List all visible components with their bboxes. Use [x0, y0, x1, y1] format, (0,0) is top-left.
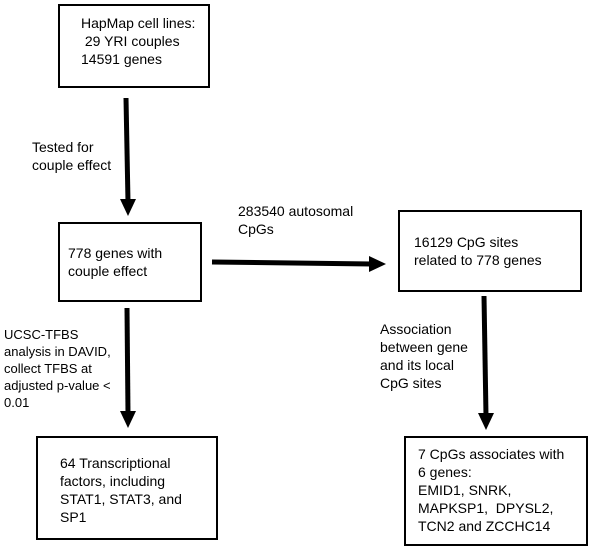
node-assoc-line-1: 7 CpGs associates with	[418, 446, 565, 462]
node-assoc-line-3: EMID1, SNRK,	[418, 482, 512, 498]
node-couple: 778 genes with couple effect	[58, 222, 202, 302]
node-cpg-sites: 16129 CpG sites related to 778 genes	[398, 210, 582, 292]
edge-tfbs-line-3: collect TFBS at	[4, 361, 92, 376]
node-cpg-line-1: 16129 CpG sites	[414, 234, 519, 250]
edge-label-tfbs: UCSC-TFBS analysis in DAVID, collect TFB…	[4, 326, 111, 411]
edge-tfbs-line-5: 0.01	[4, 395, 30, 410]
edge-tfbs-line-2: analysis in DAVID,	[4, 344, 111, 359]
arrow-couple-to-cpg	[211, 256, 386, 272]
node-assoc-line-4: MAPKSP1, DPYSL2,	[418, 500, 554, 516]
node-assoc-line-5: TCN2 and ZCCHC14	[418, 518, 551, 534]
edge-label-tested: Tested for couple effect	[32, 138, 111, 174]
node-transcription-factors: 64 Transcriptional factors, including ST…	[36, 436, 218, 540]
arrow-cpg-to-assoc	[478, 295, 494, 430]
node-couple-line-2: couple effect	[68, 263, 148, 279]
edge-label-autosomal: 283540 autosomal CpGs	[238, 202, 353, 238]
edge-label-local: Association between gene and its local C…	[380, 320, 468, 392]
node-hapmap: HapMap cell lines: 29 YRI couples 14591 …	[58, 4, 210, 88]
edge-local-line-3: and its local	[380, 357, 454, 373]
node-hapmap-line-1: HapMap cell lines:	[81, 15, 196, 31]
node-hapmap-line-2: 29 YRI couples	[81, 33, 180, 49]
edge-autosomal-line-1: 283540 autosomal	[238, 203, 354, 219]
edge-local-line-1: Association	[380, 321, 452, 337]
edge-local-line-2: between gene	[380, 339, 468, 355]
node-cpg-associations: 7 CpGs associates with 6 genes: EMID1, S…	[404, 436, 588, 546]
node-assoc-line-2: 6 genes:	[418, 464, 472, 480]
arrow-hapmap-to-couple	[120, 97, 136, 216]
node-tf-line-3: STAT1, STAT3, and	[60, 491, 182, 507]
node-tf-line-4: SP1	[60, 509, 87, 525]
edge-local-line-4: CpG sites	[380, 375, 442, 391]
edge-autosomal-line-2: CpGs	[238, 221, 274, 237]
edge-tfbs-line-1: UCSC-TFBS	[4, 327, 79, 342]
node-tf-line-1: 64 Transcriptional	[60, 455, 171, 471]
node-tf-line-2: factors, including	[60, 473, 166, 489]
node-couple-line-1: 778 genes with	[68, 245, 163, 261]
arrow-couple-to-tf	[120, 307, 136, 428]
edge-tested-line-1: Tested for	[32, 139, 94, 155]
edge-tfbs-line-4: adjusted p-value <	[4, 378, 111, 393]
node-cpg-line-2: related to 778 genes	[414, 252, 542, 268]
edge-tested-line-2: couple effect	[32, 157, 112, 173]
node-hapmap-line-3: 14591 genes	[81, 51, 162, 67]
